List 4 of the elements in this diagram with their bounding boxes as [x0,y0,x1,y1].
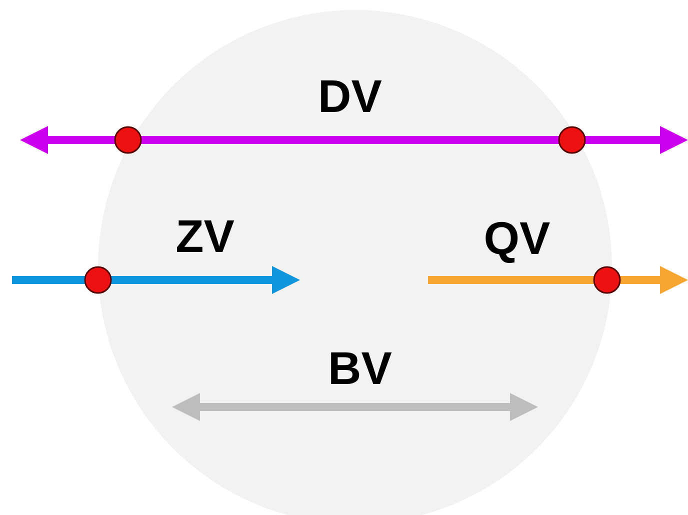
line-label: DV [318,73,382,119]
line-label: QV [484,215,550,261]
line-label: BV [328,345,392,391]
line-label: ZV [176,213,234,259]
